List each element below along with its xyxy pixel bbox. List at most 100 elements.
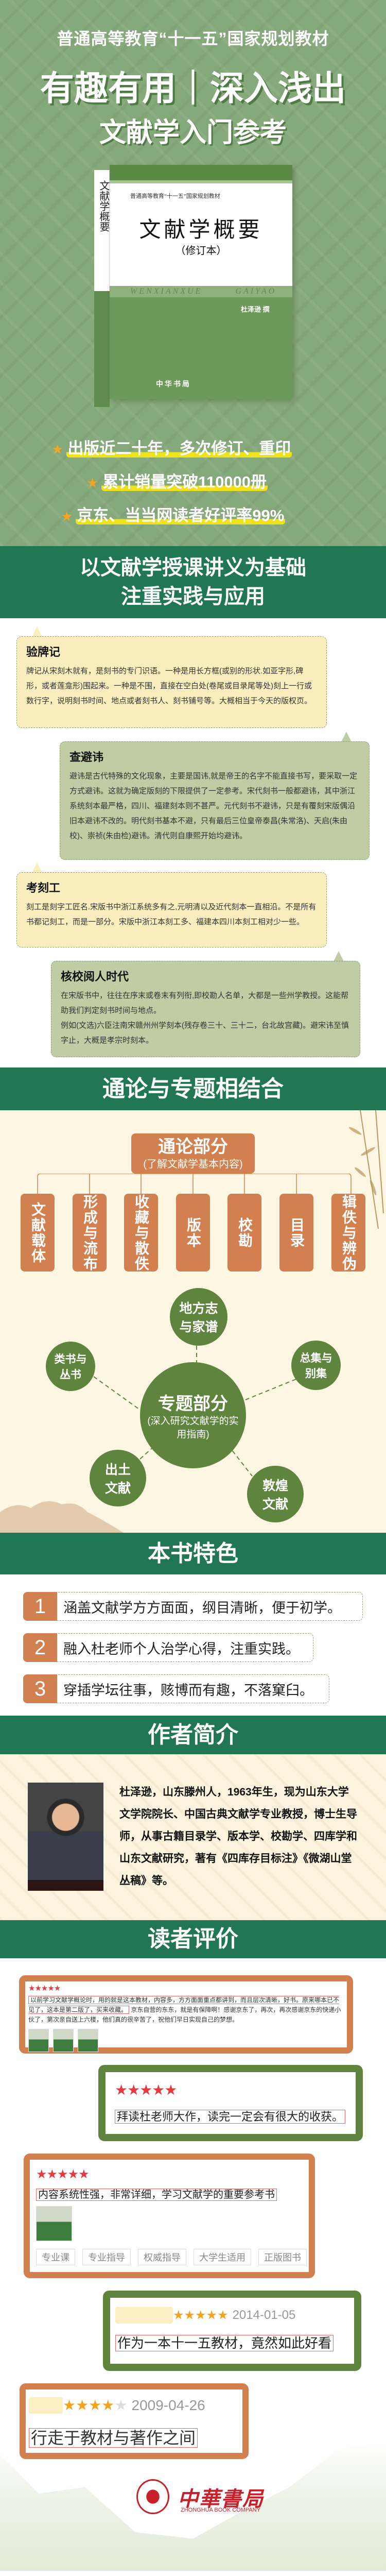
review-highlight: 以前学习文献学概论时，用的就是这本教材，内容多，方方面面重点都讲到，而且层次清晰… — [28, 1996, 340, 2014]
review-card: ★★★★★2014-01-05 作为一本十一五教材，竟然如此好看 — [103, 2291, 361, 2371]
node-title: 通论部分 — [158, 1137, 228, 1157]
bubble-title: 考刻工 — [26, 882, 61, 894]
review-photo[interactable] — [53, 2029, 74, 2052]
cover-series: 普通高等教育“十一五”国家规划教材 — [130, 193, 220, 199]
cover-edition: （修订本） — [175, 245, 227, 257]
general-topic: 目录 — [279, 1194, 313, 1272]
author-bio: 杜泽逊，山东滕州人，1963年生，现为山东大学文学院院长、中国古典文献学专业教授… — [119, 1786, 357, 1887]
publisher-seal-logo — [136, 2479, 169, 2514]
review-tag: 正版图书 — [258, 2249, 307, 2265]
feature-number: 1 — [23, 1592, 57, 1621]
review-card: ★★★★★ 以前学习文献学概论时，用的就是这本教材，内容多，方方面面重点都讲到，… — [19, 1975, 353, 2054]
hero-section: 普通高等教育“十一五”国家规划教材 有趣有用｜深入浅出 文献学入门参考 文献学概… — [0, 0, 386, 546]
node-subtitle: (了解文献学基本内容) — [143, 1159, 243, 1170]
topic-bubble: 验牌记 牌记从宋刻木就有，是刻书的专门识语。一种是用长方框(或别的形状.如亚字形… — [16, 636, 327, 728]
feature-number: 2 — [23, 1633, 57, 1662]
banner-line1: 以文献学授课讲义为基础 — [80, 556, 306, 579]
bubble-body: 刻工是刻字工匠名.宋版书中浙江系统多有之,元明清以及近代刻本一直相沿。不是所有书… — [26, 903, 317, 926]
hero-headline: 有趣有用｜深入浅出 — [40, 69, 346, 107]
cover-author: 杜泽逊 撰 — [241, 306, 270, 313]
review-date: 2009-04-26 — [131, 2397, 205, 2413]
banner-line2: 注重实践与应用 — [121, 585, 265, 608]
review-highlight: 内容系统性强，非常详细，学习文献学的重要参考书 — [36, 2189, 277, 2201]
feature-text: 融入杜老师个人治学心得，注重实践。 — [63, 1641, 300, 1657]
cover-publisher: 中华书局 — [156, 380, 191, 388]
selling-point: ★出版近二十年，多次修订、重印 — [51, 435, 292, 459]
feature-item: 2 融入杜老师个人治学心得，注重实践。 — [23, 1633, 313, 1662]
rating-stars: ★★★★ — [63, 2397, 115, 2413]
general-topic: 校勘 — [227, 1194, 261, 1272]
bubble-title: 查避讳 — [69, 751, 104, 764]
topic-bubble: 查避讳 避讳是古代特殊的文化现象，主要是国讳,就是帝王的名字不能直接书写，要采取… — [60, 741, 370, 860]
feature-item: 3 穿插学坛往事，赅博而有趣，不落窠臼。 — [23, 1674, 329, 1703]
general-topic: 辑佚与辨伪 — [331, 1194, 365, 1272]
cover-title: 文献学概要 — [139, 218, 263, 242]
star-icon: ★ — [51, 442, 64, 457]
feature-item: 1 涵盖文献学方方面面，纲目清晰，便于初学。 — [23, 1592, 363, 1621]
bubble-tail — [341, 732, 352, 742]
selling-point-text: 累计销量突破110000册 — [101, 473, 268, 491]
publisher-logo-text: 中華書局 — [178, 2487, 264, 2511]
general-topic: 形成与流布 — [73, 1194, 107, 1272]
review-tag: 专业课 — [36, 2249, 75, 2265]
bubble-body: 牌记从宋刻木就有，是刻书的专门识语。一种是用长方框(或别的形状.如亚字形,碑形，… — [26, 667, 312, 705]
review-date: 2014-01-05 — [232, 2308, 296, 2322]
special-part-node: 专题部分 (深入研究文献学的实用指南) — [140, 1362, 246, 1468]
publisher-logo-english: ZHONGHUA BOOK COMPANY — [181, 2507, 261, 2513]
selling-point: ★累计销量突破110000册 — [86, 469, 268, 492]
selling-point-text: 出版近二十年，多次修订、重印 — [66, 439, 292, 457]
tree-connectors — [37, 1174, 352, 1194]
bubble-tail — [32, 626, 42, 637]
feature-number: 3 — [23, 1674, 57, 1703]
rating-stars: ★★★★★ — [115, 2082, 178, 2098]
special-topic: 地方志与家谱 — [170, 1288, 227, 1346]
author-photo — [28, 1783, 103, 1891]
cover-green — [110, 286, 292, 399]
feature-text: 穿插学坛往事，赅博而有趣，不落窠臼。 — [63, 1682, 313, 1698]
review-photo[interactable] — [36, 2206, 72, 2241]
reviewer-name — [29, 2397, 63, 2414]
general-topic: 文献载体 — [21, 1194, 55, 1272]
special-topic: 敦煌文献 — [247, 1466, 304, 1522]
cover-top-band — [110, 165, 292, 183]
spine-green — [94, 291, 110, 407]
review-card: ★★★★★ 拜读杜老师大作，读完一定会有很大的收获。 — [98, 2065, 363, 2141]
bubble-body: 例如(文选)六臣注南宋赣州州学刻本(残存卷三十、三十二，台北故宫藏)。避宋讳至慎… — [61, 1021, 349, 1045]
review-tags: 专业课专业指导权威指导大学生适用正版图书 — [36, 2249, 307, 2265]
topic-bubble: 考刻工 刻工是刻字工匠名.宋版书中浙江系统多有之,元明清以及近代刻本一直相沿。不… — [16, 872, 327, 947]
general-topic: 收藏与散佚 — [124, 1194, 158, 1272]
review-photo[interactable] — [28, 2029, 49, 2052]
review-tag: 专业指导 — [82, 2249, 131, 2265]
star-icon: ★ — [86, 475, 99, 490]
section-banner-basis: 以文献学授课讲义为基础 注重实践与应用 — [0, 546, 386, 618]
selling-point: ★京东、当当网读者好评率99% — [61, 502, 286, 526]
star-icon: ★ — [61, 509, 73, 524]
book-cover-image: 文献学概要 普通高等教育“十一五”国家规划教材 文献学概要 （修订本） WENX… — [94, 165, 292, 407]
review-photo[interactable] — [78, 2029, 98, 2052]
bubble-tail — [334, 951, 344, 961]
section-banner-author: 作者简介 — [0, 1716, 386, 1754]
review-highlight: 行走于教材与著作之间 — [29, 2428, 198, 2448]
cover-pinyin: WENXIANXUE GAIYAO — [110, 286, 292, 297]
rating-stars: ★★★★★ — [28, 1984, 61, 1993]
hero-subline: 文献学入门参考 — [99, 118, 287, 148]
bamboo-decoration — [348, 1110, 384, 1229]
book-front: 普通高等教育“十一五”国家规划教材 文献学概要 （修订本） WENXIANXUE… — [110, 165, 292, 399]
reviewer-name — [115, 2307, 173, 2324]
rating-stars: ★★★★★ — [36, 2167, 90, 2181]
bubble-tail — [32, 862, 42, 873]
review-highlight: 作为一本十一五教材，竟然如此好看 — [115, 2335, 334, 2351]
selling-point-text: 京东、当当网读者好评率99% — [76, 506, 286, 524]
review-card: ★★★★★ 内容系统性强，非常详细，学习文献学的重要参考书 专业课专业指导权威指… — [24, 2154, 315, 2278]
special-topic: 出土文献 — [90, 1450, 146, 1506]
general-topic: 版本 — [176, 1194, 210, 1272]
review-photos — [28, 2029, 344, 2055]
landscape-decoration — [0, 1501, 124, 1533]
node-title: 专题部分 — [158, 1394, 228, 1414]
section-banner-reviews: 读者评价 — [0, 1920, 386, 1958]
section-banner-features: 本书特色 — [0, 1533, 386, 1574]
general-part-node: 通论部分 (了解文献学基本内容) — [131, 1133, 255, 1174]
review-highlight: 拜读杜老师大作，读完一定会有很大的收获。 — [115, 2110, 346, 2124]
section-banner-structure: 通论与专题相结合 — [0, 1067, 386, 1110]
topic-bubble: 核校阅人时代 在宋版书中，往往在序末或卷末有列衔,即校勘人名单，大都是一些州学教… — [51, 961, 360, 1057]
